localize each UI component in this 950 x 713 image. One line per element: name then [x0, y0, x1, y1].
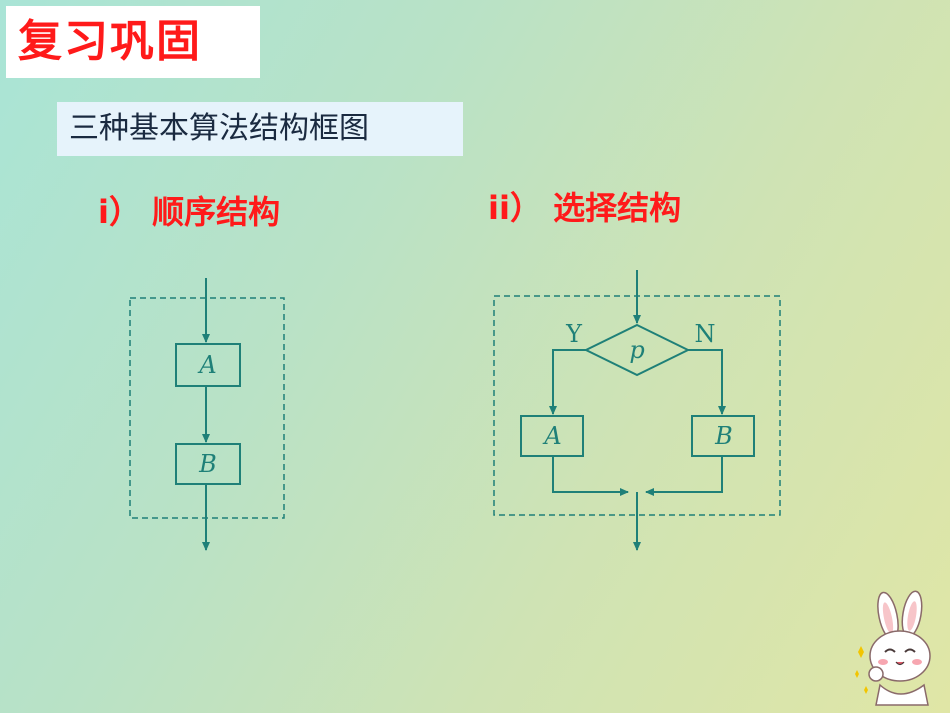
selection-structure: p Y N A B: [493, 270, 781, 551]
sequence-box-b-label: B: [198, 450, 217, 478]
selection-dashed-frame: [493, 295, 781, 516]
heading-selection: ii） 选择结构: [488, 189, 682, 227]
sequence-box-a: [175, 343, 241, 387]
subtitle-box: 三种基本算法结构框图: [57, 102, 463, 156]
selection-condition-label: p: [629, 336, 644, 364]
sequence-structure: A B: [129, 278, 285, 551]
selection-box-b-label: B: [714, 422, 733, 450]
selection-no-arrow: [688, 349, 726, 415]
selection-box-a-label: A: [542, 422, 561, 450]
selection-yes-label: Y: [565, 320, 583, 348]
heading-sequence: i） 顺序结构: [98, 193, 281, 231]
page-title: 复习巩固: [18, 16, 202, 67]
bunny-mascot-icon: [855, 590, 931, 706]
selection-yes-arrow: [549, 349, 586, 415]
selection-decision-diamond: [583, 323, 691, 377]
selection-merge-right-arrow: [645, 456, 723, 496]
page-subtitle: 三种基本算法结构框图: [69, 111, 369, 146]
title-box: 复习巩固: [6, 6, 260, 78]
sequence-box-b: [175, 443, 241, 485]
selection-no-label: N: [695, 320, 716, 348]
sequence-box-a-label: A: [197, 351, 216, 379]
selection-merge-left-arrow: [552, 456, 629, 496]
